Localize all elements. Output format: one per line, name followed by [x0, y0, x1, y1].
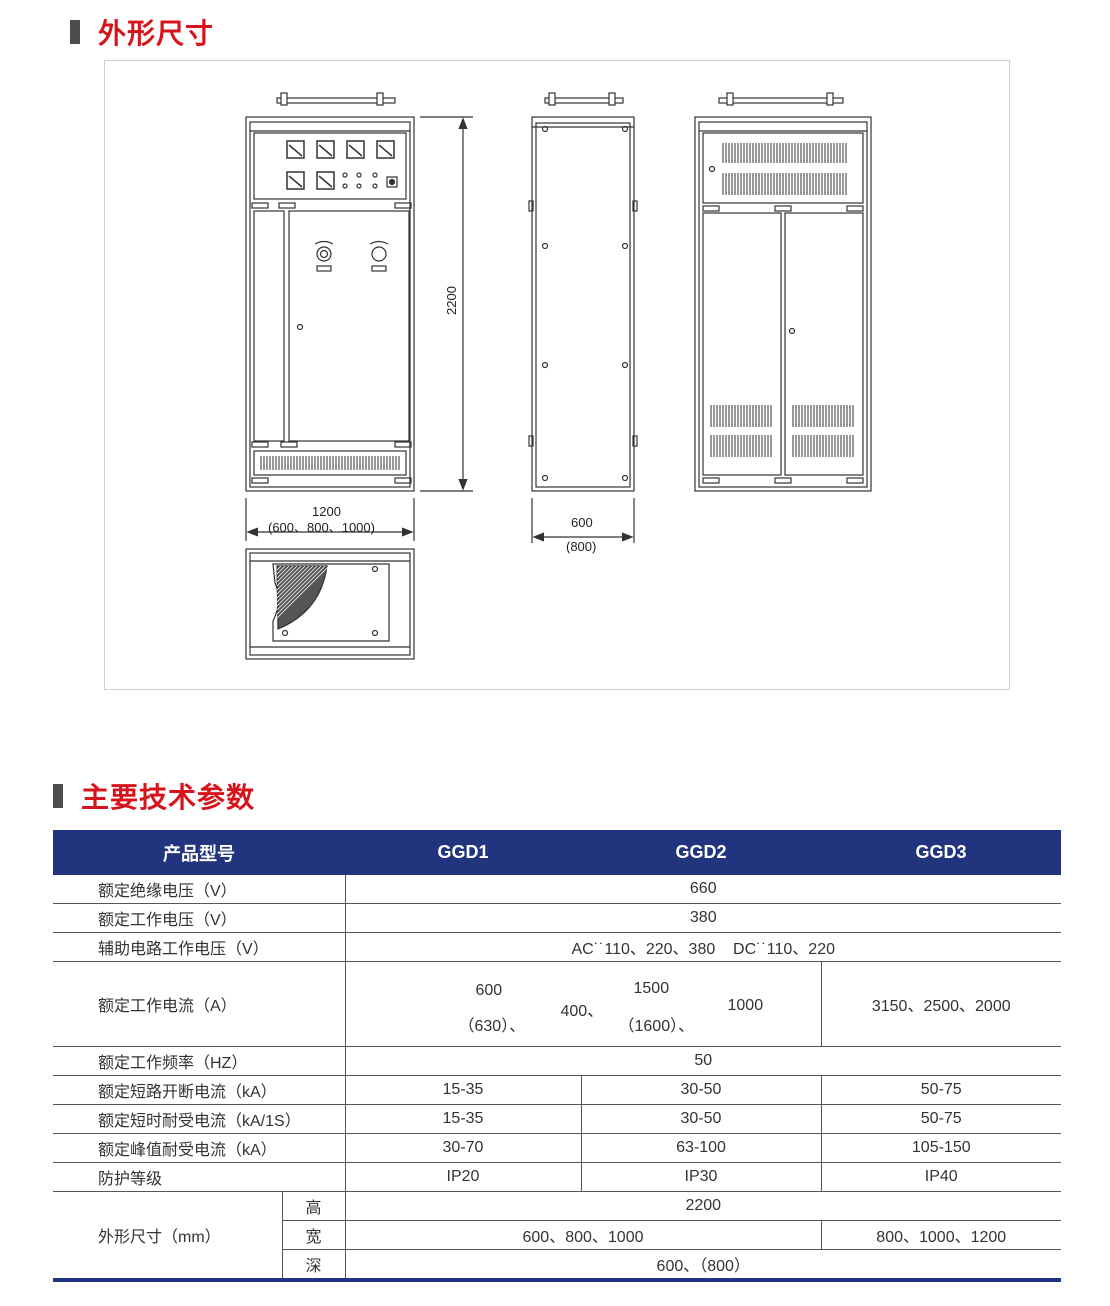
width-label: 1200 — [312, 504, 341, 519]
row-value-ggd12: 600 （630）、 400、 1500 （1600）、 1000 — [344, 961, 821, 1047]
title-marker — [53, 784, 63, 808]
hatch-line — [276, 565, 310, 599]
table-row: 额定工作电压（V） 380 — [53, 903, 1061, 933]
header-ggd2: GGD2 — [581, 830, 821, 875]
row-label: 额定工作频率（HZ） — [53, 1046, 345, 1076]
hatch-line — [276, 565, 314, 603]
rear-view — [694, 92, 872, 492]
row-value-ggd2: IP30 — [580, 1162, 821, 1192]
front-view — [245, 92, 415, 492]
row-value-ggd3: IP40 — [820, 1162, 1061, 1192]
hatch-line — [276, 565, 298, 587]
size-sub-label: 高 — [281, 1191, 345, 1221]
size-sub-label: 深 — [281, 1249, 345, 1282]
row-value: 600、（800） — [344, 1249, 1061, 1282]
depth-dimension: 600 (800) — [531, 498, 635, 554]
hatch-line — [276, 565, 294, 583]
section-title-dimensions: 外形尺寸 — [70, 12, 214, 52]
hatch-line — [276, 565, 302, 591]
hatch-line — [276, 565, 330, 619]
row-value-ggd3: 105-150 — [820, 1133, 1061, 1163]
row-value: 2200 — [344, 1191, 1061, 1221]
side-view — [528, 92, 638, 492]
table-row: 宽 600、800、1000 800、1000、1200 — [53, 1220, 1061, 1250]
row-value-ggd1: 30-70 — [344, 1133, 581, 1163]
row-label: 额定短路开断电流（kA） — [53, 1075, 345, 1105]
table-row: 辅助电路工作电压（V） AC˙˙110、220、380 DC˙˙110、220 — [53, 932, 1061, 962]
current-value: 600 — [475, 982, 503, 999]
table-header: 产品型号 GGD1 GGD2 GGD3 — [53, 830, 1061, 875]
hatch-line — [276, 565, 306, 595]
row-value-ggd1: IP20 — [344, 1162, 581, 1192]
table-row: 外形尺寸（mm） 高 2200 — [53, 1191, 1061, 1282]
table-row: 额定短路开断电流（kA） 15-35 30-50 50-75 — [53, 1075, 1061, 1105]
row-value-ggd12: 600、800、1000 — [344, 1220, 821, 1250]
hatch-line — [276, 565, 286, 575]
header-ggd3: GGD3 — [821, 830, 1061, 875]
current-value: 1000 — [727, 997, 764, 1014]
row-value-ggd3: 800、1000、1200 — [820, 1220, 1061, 1250]
depth-label: 600 — [571, 515, 593, 530]
row-value: 380 — [344, 903, 1061, 933]
row-label: 辅助电路工作电压（V） — [53, 932, 345, 962]
row-value-ggd2: 30-50 — [580, 1075, 821, 1105]
dimension-drawing: 2200 1200 (600、800、1000) — [104, 60, 1010, 690]
row-label: 额定工作电压（V） — [53, 903, 345, 933]
row-value: 660 — [344, 875, 1061, 904]
current-value: （630）、 — [458, 1018, 526, 1035]
table-row: 额定峰值耐受电流（kA） 30-70 63-100 105-150 — [53, 1133, 1061, 1163]
row-label: 额定绝缘电压（V） — [53, 875, 345, 904]
width-alt-label: (600、800、1000) — [268, 520, 375, 535]
height-dimension: 2200 — [420, 116, 473, 492]
row-label: 防护等级 — [53, 1162, 345, 1192]
row-value-ggd1: 15-35 — [344, 1104, 581, 1134]
hatch-line — [276, 565, 322, 611]
row-value-ggd3: 3150、2500、2000 — [820, 961, 1061, 1047]
row-label: 额定工作电流（A） — [53, 961, 345, 1047]
header-ggd1: GGD1 — [345, 830, 581, 875]
current-value: 1500 — [633, 980, 670, 997]
table-row: 额定绝缘电压（V） 660 — [53, 875, 1061, 904]
row-value-ggd2: 30-50 — [580, 1104, 821, 1134]
table-row: 额定工作频率（HZ） 50 — [53, 1046, 1061, 1076]
spec-table: 产品型号 GGD1 GGD2 GGD3 额定绝缘电压（V） 660 额定工作电压… — [53, 830, 1061, 1282]
row-value-ggd1: 15-35 — [344, 1075, 581, 1105]
current-value: 400、 — [560, 1003, 604, 1020]
size-sub-label: 宽 — [281, 1220, 345, 1250]
width-dimension: 1200 (600、800、1000) — [245, 498, 415, 541]
row-value-ggd2: 63-100 — [580, 1133, 821, 1163]
height-label: 2200 — [444, 286, 459, 315]
section-title-text: 主要技术参数 — [81, 781, 256, 814]
section-title-text: 外形尺寸 — [98, 17, 215, 50]
table-row: 深 600、（800） — [53, 1249, 1061, 1282]
section-title-params: 主要技术参数 — [53, 776, 255, 816]
hatch-line — [276, 565, 318, 607]
row-label: 额定短时耐受电流（kA/1S） — [53, 1104, 345, 1134]
hatch-line — [276, 565, 326, 615]
row-label: 外形尺寸（mm） — [53, 1191, 282, 1282]
table-row: 额定工作电流（A） 600 （630）、 400、 1500 （1600）、 1… — [53, 961, 1061, 1047]
plan-view — [245, 548, 415, 660]
row-value: 50 — [344, 1046, 1061, 1076]
row-value-ggd3: 50-75 — [820, 1075, 1061, 1105]
hatch-line — [276, 565, 290, 579]
title-marker — [70, 20, 80, 44]
hatch-line — [276, 565, 282, 571]
row-label: 额定峰值耐受电流（kA） — [53, 1133, 345, 1163]
current-value: （1600）、 — [618, 1018, 695, 1035]
table-row: 防护等级 IP20 IP30 IP40 — [53, 1162, 1061, 1192]
row-value: AC˙˙110、220、380 DC˙˙110、220 — [344, 932, 1061, 962]
depth-alt-label: (800) — [566, 539, 596, 554]
row-value-ggd3: 50-75 — [820, 1104, 1061, 1134]
header-model: 产品型号 — [53, 830, 345, 875]
table-row: 额定短时耐受电流（kA/1S） 15-35 30-50 50-75 — [53, 1104, 1061, 1134]
